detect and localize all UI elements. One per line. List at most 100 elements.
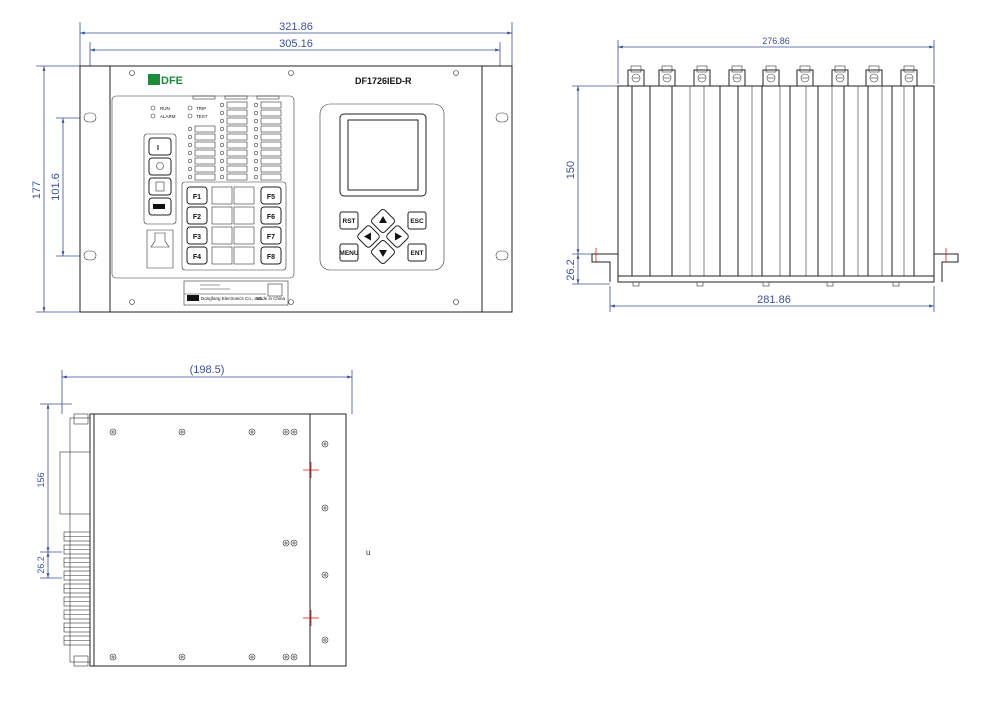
- side-body: [89, 413, 311, 667]
- func-key-f6[interactable]: [260, 206, 282, 225]
- led-dot: [253, 150, 259, 156]
- led-label-box: [226, 141, 248, 149]
- led-label-box: [260, 101, 282, 109]
- dim-label-mount-width: 305.16: [279, 38, 313, 50]
- func-key-f3[interactable]: [186, 226, 208, 245]
- led-label-box: [226, 125, 248, 133]
- screw-icon: [290, 539, 298, 547]
- led-label-box: [260, 117, 282, 125]
- func-key-label-window: [233, 226, 255, 245]
- dim-label-top-flange: 26.2: [565, 259, 577, 280]
- led-label-box: [226, 149, 248, 157]
- side-mark: u: [366, 548, 370, 557]
- screw-icon: [290, 653, 298, 661]
- lcd-screen: [347, 119, 419, 191]
- led-label-box: [226, 157, 248, 165]
- screw-icon: [109, 653, 117, 661]
- reset-button[interactable]: [148, 157, 172, 176]
- rear-connector: [59, 451, 91, 515]
- led-dot: [187, 126, 193, 132]
- func-key-label-window: [211, 206, 233, 225]
- func-key-f4[interactable]: [186, 246, 208, 265]
- power-button[interactable]: [148, 137, 172, 156]
- function-key-panel: [181, 181, 287, 271]
- menu-key[interactable]: [339, 243, 359, 262]
- model-title: DF1726IED-R: [355, 76, 412, 86]
- led-dot: [219, 134, 225, 140]
- led-dot: [219, 142, 225, 148]
- dim-side-width: (198.5): [61, 364, 353, 414]
- screw-icon: [282, 653, 290, 661]
- esc-key[interactable]: [407, 211, 427, 230]
- led-dot: [253, 118, 259, 124]
- led-label-box: [260, 141, 282, 149]
- test-port: [146, 229, 174, 269]
- led-dot: [219, 150, 225, 156]
- func-key-f8[interactable]: [260, 246, 282, 265]
- dim-depth: 276.86: [617, 36, 935, 84]
- func-key-label-window: [233, 246, 255, 265]
- func-key-label: F8: [267, 254, 275, 261]
- top-view: 276.86 150 26.2 281.86: [565, 36, 959, 312]
- lcd-bezel: [339, 113, 427, 197]
- func-key-label-window: [233, 206, 255, 225]
- led-label-box: [260, 149, 282, 157]
- side-view: (198.5) 156 26.2 u: [36, 364, 370, 667]
- led-dot: [253, 134, 259, 140]
- func-key-f7[interactable]: [260, 226, 282, 245]
- led-dot: [253, 110, 259, 116]
- side-front-plate: [309, 413, 347, 667]
- nameplate-origin: Made in China: [256, 296, 286, 301]
- rst-key-label: RST: [343, 218, 356, 225]
- screw-icon: [282, 428, 290, 436]
- led-label-box: [194, 173, 216, 181]
- front-panel: [79, 65, 513, 313]
- dim-label-side-width: (198.5): [190, 364, 225, 376]
- foot: [892, 281, 900, 287]
- rst-key[interactable]: [339, 211, 359, 230]
- led-label-run: RUN: [160, 106, 170, 111]
- brand-text: DFE: [161, 75, 183, 87]
- led-label-strips: [187, 101, 282, 181]
- screw-icon: [109, 428, 117, 436]
- dim-top-height: 150 26.2: [565, 85, 618, 285]
- foot: [762, 281, 770, 287]
- screw-icon: [248, 653, 256, 661]
- led-label-box: [194, 157, 216, 165]
- led-label-box: [194, 133, 216, 141]
- local-remote-button[interactable]: [148, 177, 172, 196]
- func-key-f1[interactable]: [186, 186, 208, 205]
- screw-icon: [282, 539, 290, 547]
- mount-slot: [83, 250, 97, 261]
- func-key-label: F1: [193, 194, 201, 201]
- screw-icon: [178, 428, 186, 436]
- ent-key[interactable]: [407, 243, 427, 262]
- dim-label-side-height: 156: [36, 472, 46, 487]
- left-flange: [591, 253, 618, 282]
- dim-label-height: 177: [31, 181, 43, 199]
- led-label-box: [260, 109, 282, 117]
- func-key-label: F7: [267, 234, 275, 241]
- func-key-f2[interactable]: [186, 206, 208, 225]
- func-key-label-window: [233, 186, 255, 205]
- led-indicators: RUN ALARM TRIP TEST: [150, 105, 208, 119]
- led-label-box: [226, 101, 248, 109]
- func-key-f5[interactable]: [260, 186, 282, 205]
- mount-slot: [495, 112, 509, 123]
- led-dot: [187, 150, 193, 156]
- dim-label-depth: 276.86: [762, 36, 790, 46]
- cog-marks: [303, 462, 319, 626]
- right-flange: [934, 253, 959, 282]
- led-label-box: [194, 141, 216, 149]
- led-dot: [219, 126, 225, 132]
- led-label-trip: TRIP: [196, 106, 206, 111]
- nameplate: Dongfang Electronics Co., Ltd. Made in C…: [183, 280, 289, 306]
- led-dot: [219, 102, 225, 108]
- nameplate-maker: Dongfang Electronics Co., Ltd.: [201, 296, 262, 301]
- func-key-label: F2: [193, 214, 201, 221]
- led-label-box: [194, 125, 216, 133]
- led-label-test: TEST: [196, 114, 208, 119]
- func-key-label: F5: [267, 194, 275, 201]
- screw-icon: [248, 428, 256, 436]
